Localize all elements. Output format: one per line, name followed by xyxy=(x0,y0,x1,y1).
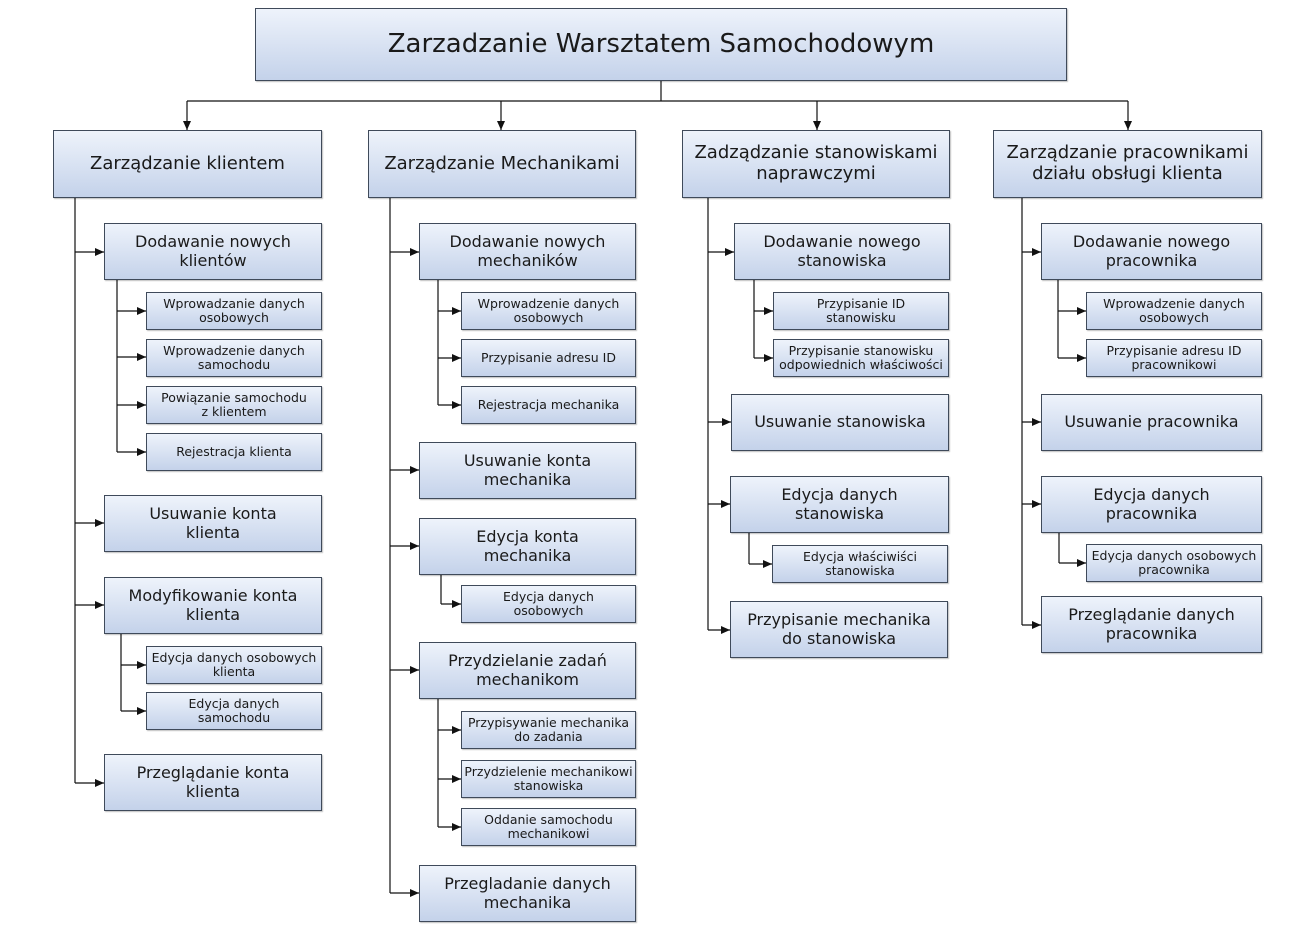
node-przydzielanie-zadan: Przydzielanie zadań mechanikom xyxy=(419,642,636,699)
node-edycja-wlasciwosci: Edycja właściwiści stanowiska xyxy=(772,545,948,583)
node-label: Rejestracja klienta xyxy=(176,443,292,459)
node-dodawanie-pracownika: Dodawanie nowego pracownika xyxy=(1041,223,1262,280)
root-node-label: Zarzadzanie Warsztatem Samochodowym xyxy=(387,28,935,59)
node-edycja-konta-mechanika: Edycja konta mechanika xyxy=(419,518,636,575)
node-label: Edycja konta mechanika xyxy=(476,527,579,565)
node-edycja-danych-stanowiska: Edycja danych stanowiska xyxy=(730,476,949,533)
node-label: Usuwanie stanowiska xyxy=(754,412,926,432)
node-label: Oddanie samochodu mechanikowi xyxy=(484,811,613,841)
node-label: Zarządzanie klientem xyxy=(90,152,285,174)
node-label: Usuwanie pracownika xyxy=(1064,412,1239,432)
node-label: Powiązanie samochodu z klientem xyxy=(161,389,307,419)
node-label: Wprowadzenie danych osobowych xyxy=(477,295,620,325)
node-label: Edycja właściwiści stanowiska xyxy=(802,548,918,578)
node-label: Edycja danych osobowych pracownika xyxy=(1091,547,1257,577)
node-label: Zadządzanie stanowiskami naprawczymi xyxy=(694,142,938,184)
node-edycja-danych-samochodu: Edycja danych samochodu xyxy=(146,692,322,730)
node-label: Rejestracja mechanika xyxy=(477,396,620,412)
node-zarzadzanie-stanowiskami: Zadządzanie stanowiskami naprawczymi xyxy=(682,130,950,198)
node-przydzielenie-stanowiska: Przydzielenie mechanikowi stanowiska xyxy=(461,760,636,798)
node-label: Zarządzanie pracownikami działu obsługi … xyxy=(1006,142,1249,184)
node-usuwanie-pracownika: Usuwanie pracownika xyxy=(1041,394,1262,451)
node-label: Dodawanie nowych mechaników xyxy=(449,232,606,270)
node-label: Przypisanie ID stanowisku xyxy=(816,295,906,325)
node-przegladanie-danych-pracownika: Przeglądanie danych pracownika xyxy=(1041,596,1262,653)
node-label: Wprowadzenie danych osobowych xyxy=(1103,295,1245,325)
node-usuwanie-konta-mechanika: Usuwanie konta mechanika xyxy=(419,442,636,499)
node-label: Zarządzanie Mechanikami xyxy=(384,152,620,174)
node-label: Przypisanie adresu ID xyxy=(481,349,616,365)
node-przegladanie-danych-mechanika: Przegladanie danych mechanika xyxy=(419,865,636,922)
node-przypisywanie-mechanika: Przypisywanie mechanika do zadania xyxy=(461,711,636,749)
node-label: Usuwanie konta mechanika xyxy=(463,451,592,489)
node-powiazanie-samochodu: Powiązanie samochodu z klientem xyxy=(146,386,322,424)
node-modyfikowanie-konta-klienta: Modyfikowanie konta klienta xyxy=(104,577,322,634)
node-label: Wprowadzenie danych samochodu xyxy=(163,342,305,372)
node-wprowadzenie-danych-osobowych-prac: Wprowadzenie danych osobowych xyxy=(1086,292,1262,330)
node-rejestracja-mechanika: Rejestracja mechanika xyxy=(461,386,636,424)
root-node: Zarzadzanie Warsztatem Samochodowym xyxy=(255,8,1067,81)
node-label: Przydzielenie mechanikowi stanowiska xyxy=(464,763,633,793)
node-zarzadzanie-mechanikami: Zarządzanie Mechanikami xyxy=(368,130,636,198)
node-label: Dodawanie nowego pracownika xyxy=(1072,232,1231,270)
node-label: Dodawanie nowego stanowiska xyxy=(763,232,921,270)
node-label: Przypisanie adresu ID pracownikowi xyxy=(1106,342,1242,372)
node-label: Edycja danych osobowych klienta xyxy=(151,649,317,679)
node-zarzadzanie-pracownikami: Zarządzanie pracownikami działu obsługi … xyxy=(993,130,1262,198)
node-label: Przypisanie stanowisku odpowiednich właś… xyxy=(779,342,943,372)
node-dodawanie-mechanikow: Dodawanie nowych mechaników xyxy=(419,223,636,280)
node-edycja-danych-osobowych-prac: Edycja danych osobowych pracownika xyxy=(1086,544,1262,582)
node-label: Przeglądanie danych pracownika xyxy=(1068,605,1235,643)
node-label: Modyfikowanie konta klienta xyxy=(128,586,298,624)
node-przypisanie-adresu-id-prac: Przypisanie adresu ID pracownikowi xyxy=(1086,339,1262,377)
node-usuwanie-stanowiska: Usuwanie stanowiska xyxy=(731,394,949,451)
node-label: Usuwanie konta klienta xyxy=(149,504,277,542)
node-oddanie-samochodu: Oddanie samochodu mechanikowi xyxy=(461,808,636,846)
node-label: Wprowadzanie danych osobowych xyxy=(163,295,305,325)
node-przypisanie-id-stanowisku: Przypisanie ID stanowisku xyxy=(773,292,949,330)
node-label: Edycja danych stanowiska xyxy=(781,485,898,523)
node-rejestracja-klienta: Rejestracja klienta xyxy=(146,433,322,471)
node-wprowadzenie-danych-osobowych-mech: Wprowadzenie danych osobowych xyxy=(461,292,636,330)
node-label: Edycja danych osobowych xyxy=(503,588,594,618)
node-dodawanie-stanowiska: Dodawanie nowego stanowiska xyxy=(734,223,950,280)
node-edycja-danych-pracownika: Edycja danych pracownika xyxy=(1041,476,1262,533)
node-label: Przypisywanie mechanika do zadania xyxy=(467,714,630,744)
node-przegladanie-konta-klienta: Przeglądanie konta klienta xyxy=(104,754,322,811)
node-przypisanie-mechanika-stanowiska: Przypisanie mechanika do stanowiska xyxy=(730,601,948,658)
node-label: Przypisanie mechanika do stanowiska xyxy=(747,610,931,648)
node-wprowadzanie-danych-osobowych: Wprowadzanie danych osobowych xyxy=(146,292,322,330)
node-przypisanie-adresu-id: Przypisanie adresu ID xyxy=(461,339,636,377)
node-label: Przegladanie danych mechanika xyxy=(444,874,611,912)
node-zarzadzanie-klientem: Zarządzanie klientem xyxy=(53,130,322,198)
node-label: Przydzielanie zadań mechanikom xyxy=(448,651,607,689)
node-edycja-danych-osobowych-mech: Edycja danych osobowych xyxy=(461,585,636,623)
node-dodawanie-klientow: Dodawanie nowych klientów xyxy=(104,223,322,280)
node-label: Dodawanie nowych klientów xyxy=(135,232,291,270)
node-label: Edycja danych samochodu xyxy=(188,695,280,725)
node-przypisanie-wlasciwosci: Przypisanie stanowisku odpowiednich właś… xyxy=(773,339,949,377)
node-edycja-danych-osobowych-klienta: Edycja danych osobowych klienta xyxy=(146,646,322,684)
node-usuwanie-konta-klienta: Usuwanie konta klienta xyxy=(104,495,322,552)
node-wprowadzenie-danych-samochodu: Wprowadzenie danych samochodu xyxy=(146,339,322,377)
node-label: Przeglądanie konta klienta xyxy=(136,763,290,801)
node-label: Edycja danych pracownika xyxy=(1093,485,1210,523)
